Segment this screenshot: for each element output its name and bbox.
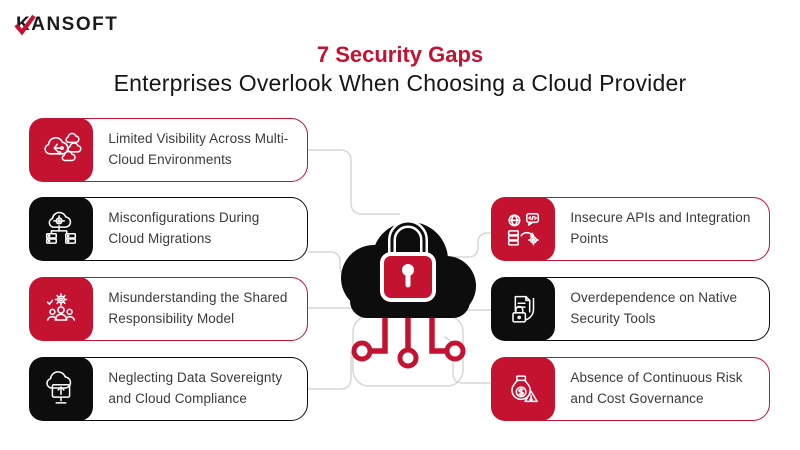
gap-card-label: Overdependence on Native Security Tools [570, 290, 738, 326]
gap-card-label: Insecure APIs and Integration Points [570, 210, 751, 246]
cloud-monitor-icon [29, 357, 94, 421]
gap-card-label: Limited Visibility Across Multi-Cloud En… [108, 131, 289, 167]
gap-card-label: Absence of Continuous Risk and Cost Gove… [570, 370, 743, 406]
connector-lines [308, 149, 492, 390]
gap-card-label: Neglecting Data Sovereignty and Cloud Co… [108, 370, 283, 406]
gap-card-shared-responsibility: Misunderstanding the Shared Responsibili… [29, 277, 308, 341]
circuit-drops [351, 310, 466, 369]
page-title-heading: 7 Security Gaps [316, 42, 484, 67]
padlock-icon [380, 220, 436, 302]
page-title-subheading: Enterprises Overlook When Choosing a Clo… [113, 70, 687, 96]
gap-card-native-security-tools: Overdependence on Native Security Tools [491, 277, 770, 341]
money-risk-icon [491, 357, 556, 421]
gap-card-label: Misconfigurations During Cloud Migration… [108, 210, 260, 246]
api-integration-icon [491, 197, 556, 261]
multi-cloud-icon [29, 118, 94, 182]
logo: KANSOFT [14, 12, 119, 38]
team-gear-icon [29, 277, 94, 341]
gap-card-misconfigurations: Misconfigurations During Cloud Migration… [29, 197, 308, 261]
shield-lock-icon [491, 277, 556, 341]
logo-check-icon [14, 14, 36, 36]
cloud-lock-icon [341, 220, 476, 318]
gap-card-insecure-apis: Insecure APIs and Integration Points [491, 197, 770, 261]
cloud-gear-network-icon [29, 197, 94, 261]
gap-card-limited-visibility: Limited Visibility Across Multi-Cloud En… [29, 118, 308, 182]
gap-card-label: Misunderstanding the Shared Responsibili… [108, 290, 288, 326]
gap-card-risk-cost-governance: Absence of Continuous Risk and Cost Gove… [491, 357, 770, 421]
logo-text: KANSOFT [16, 14, 119, 35]
gap-card-data-sovereignty: Neglecting Data Sovereignty and Cloud Co… [29, 357, 308, 421]
